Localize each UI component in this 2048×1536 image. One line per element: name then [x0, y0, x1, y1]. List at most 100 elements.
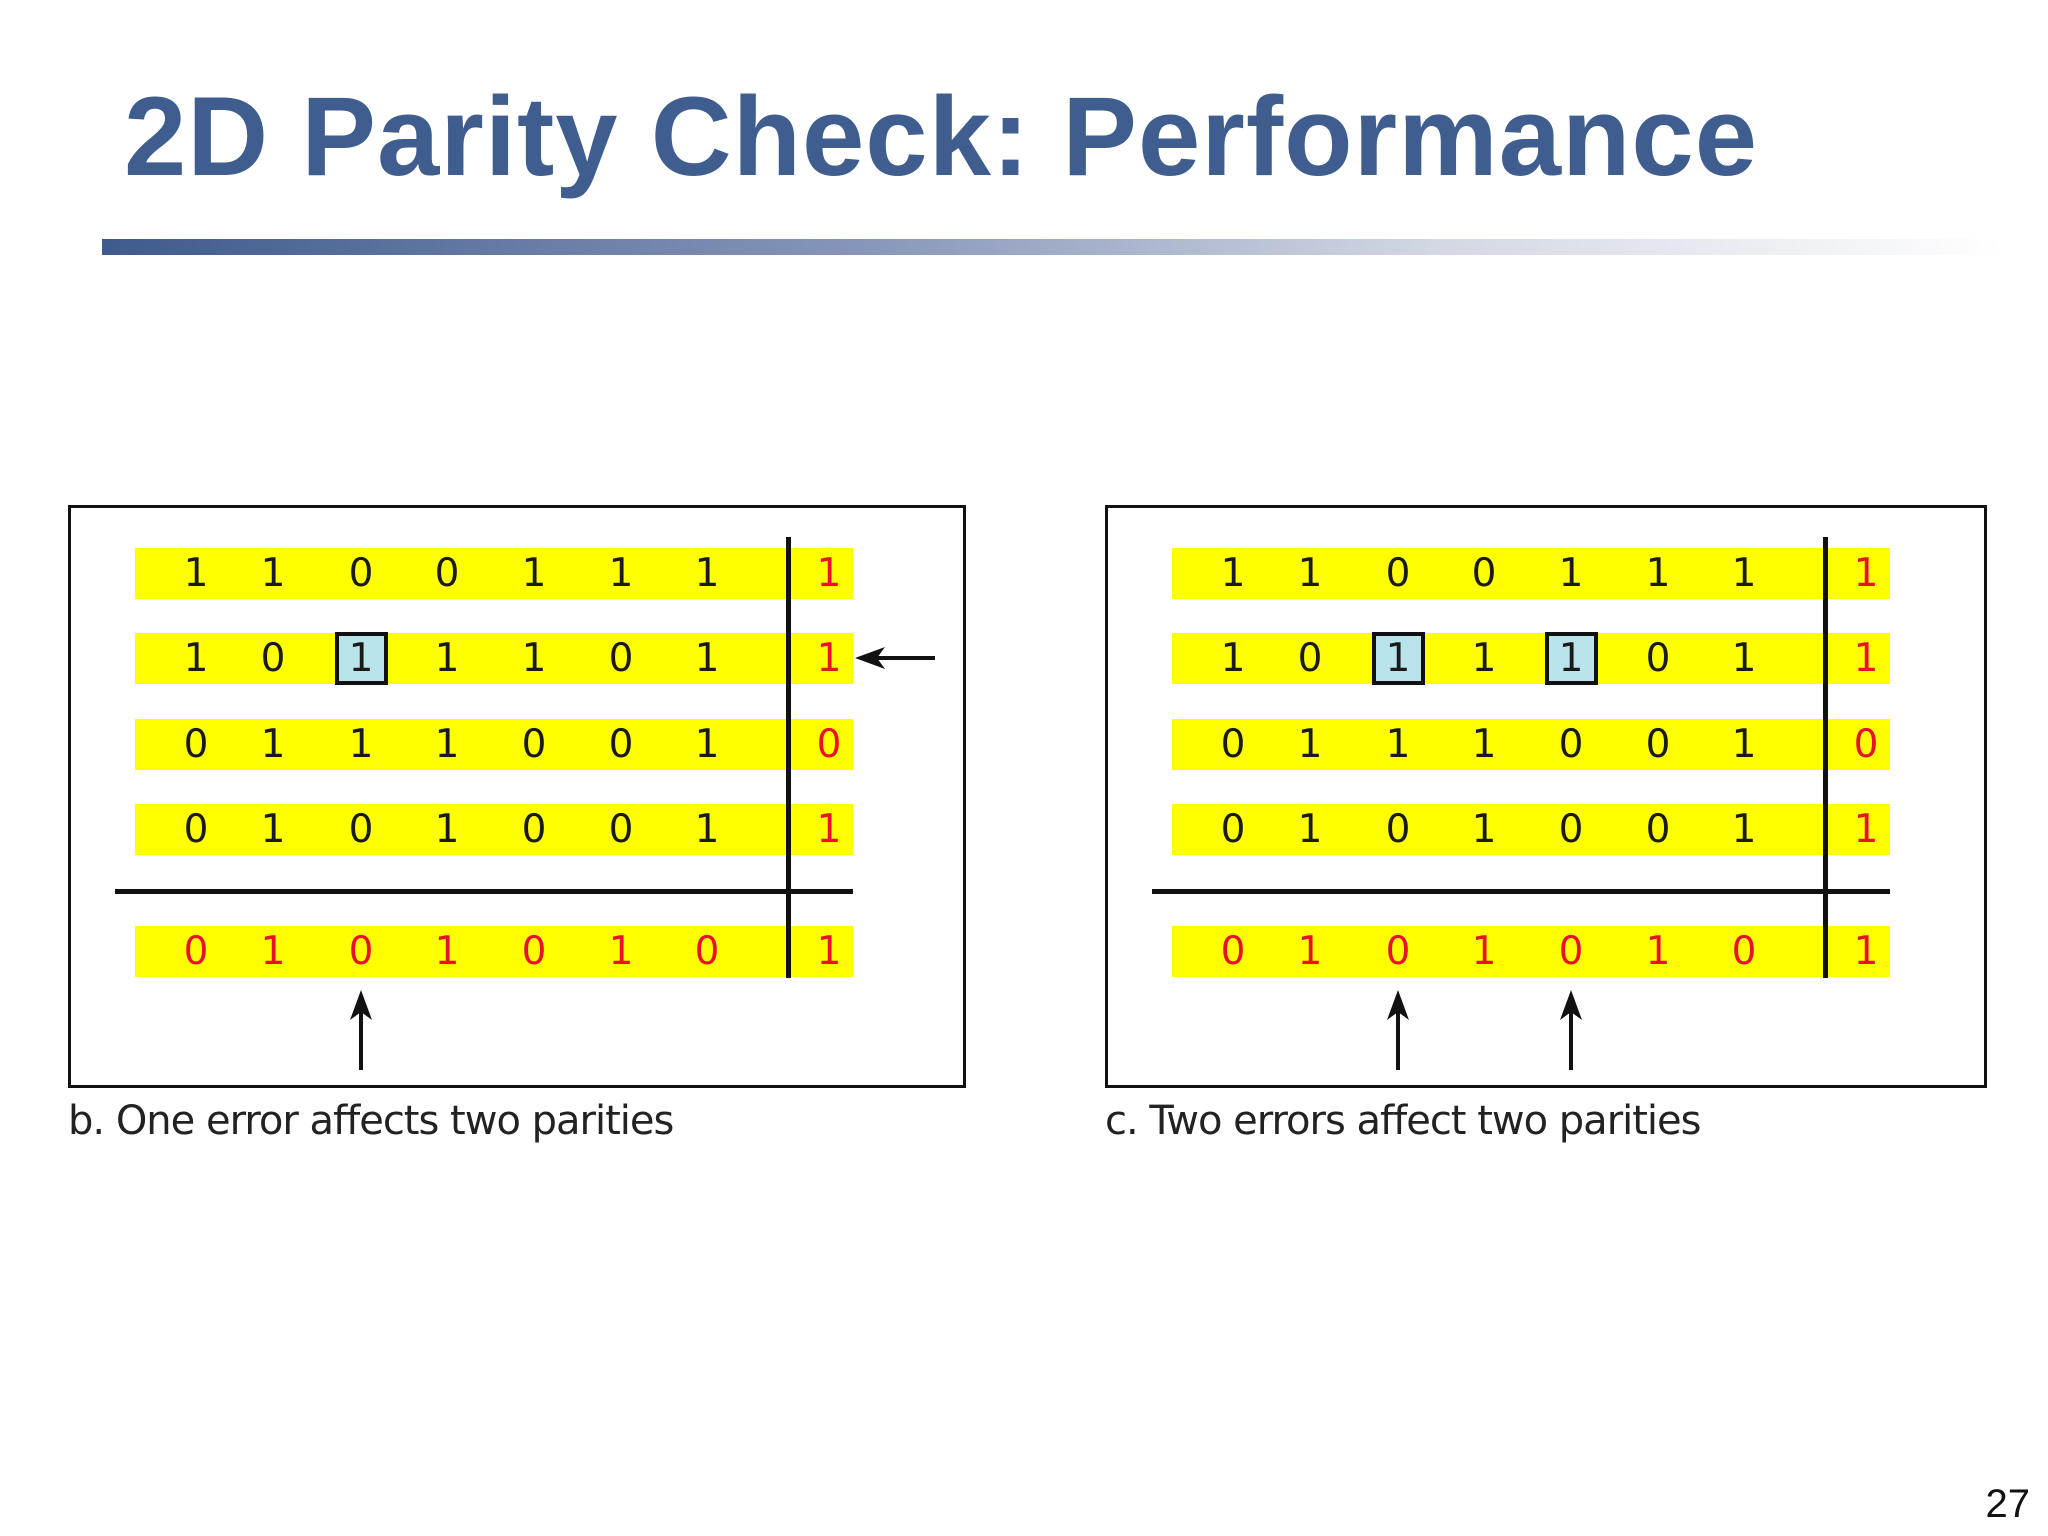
- data-bit: 1: [1731, 807, 1757, 852]
- data-bit: 1: [1471, 722, 1497, 767]
- data-bit: 1: [1558, 551, 1584, 596]
- data-bit: 1: [434, 636, 460, 681]
- data-bit: 1: [434, 807, 460, 852]
- column-parity-bit: 0: [1385, 929, 1411, 974]
- row-parity-bit: 1: [1853, 929, 1879, 974]
- data-bit: 1: [348, 722, 374, 767]
- data-bit: 0: [1645, 807, 1671, 852]
- column-error-arrow-icon: [1387, 990, 1409, 1070]
- row-parity-bit: 1: [816, 551, 842, 596]
- data-bit: 1: [694, 551, 720, 596]
- column-parity-bit: 1: [1471, 929, 1497, 974]
- data-bit: 0: [1220, 807, 1246, 852]
- column-parity-bit: 0: [1731, 929, 1757, 974]
- column-parity-bit: 0: [1220, 929, 1246, 974]
- data-bit: 0: [521, 722, 547, 767]
- data-bit: 0: [434, 551, 460, 596]
- row-parity-bit: 1: [816, 807, 842, 852]
- column-parity-bit: 0: [694, 929, 720, 974]
- column-parity-bit: 1: [1645, 929, 1671, 974]
- data-row-band: [1172, 804, 1890, 855]
- data-bit: 1: [1731, 636, 1757, 681]
- data-bit: 1: [694, 636, 720, 681]
- column-parity-bit: 1: [1297, 929, 1323, 974]
- column-parity-bit: 0: [521, 929, 547, 974]
- column-parity-bit: 1: [608, 929, 634, 974]
- data-bit: 1: [183, 551, 209, 596]
- data-bit: 0: [1558, 807, 1584, 852]
- data-bit: 1: [1385, 636, 1411, 681]
- data-bit: 0: [1220, 722, 1246, 767]
- data-bit: 0: [1645, 636, 1671, 681]
- data-bit: 1: [260, 807, 286, 852]
- data-bit: 0: [1471, 551, 1497, 596]
- data-bit: 1: [1297, 722, 1323, 767]
- data-row-band: [1172, 719, 1890, 770]
- data-bit: 0: [260, 636, 286, 681]
- title-underline: [102, 239, 2002, 255]
- data-row-band: [1172, 633, 1890, 684]
- slide-title: 2D Parity Check: Performance: [124, 74, 1759, 199]
- data-row-band: [135, 719, 853, 770]
- data-bit: 1: [1471, 636, 1497, 681]
- data-bit: 0: [183, 807, 209, 852]
- data-bit: 1: [694, 722, 720, 767]
- data-bit: 1: [694, 807, 720, 852]
- data-row-band: [135, 548, 853, 599]
- parity-divider-vertical: [786, 537, 791, 978]
- data-bit: 0: [1385, 807, 1411, 852]
- data-bit: 1: [1645, 551, 1671, 596]
- data-bit: 0: [1385, 551, 1411, 596]
- row-parity-bit: 1: [1853, 636, 1879, 681]
- row-parity-bit: 0: [1853, 722, 1879, 767]
- column-parity-bit: 1: [434, 929, 460, 974]
- parity-divider-vertical: [1823, 537, 1828, 978]
- column-parity-bit: 0: [183, 929, 209, 974]
- row-parity-bit: 1: [1853, 807, 1879, 852]
- column-error-arrow-icon: [350, 990, 372, 1070]
- parity-divider-horizontal: [1152, 889, 1890, 894]
- parity-row-band: [135, 926, 853, 977]
- data-bit: 1: [1558, 636, 1584, 681]
- data-bit: 1: [260, 722, 286, 767]
- data-row-band: [135, 633, 853, 684]
- row-parity-bit: 1: [816, 929, 842, 974]
- parity-row-band: [1172, 926, 1890, 977]
- error-bit-box: [1545, 632, 1598, 685]
- row-parity-bit: 1: [1853, 551, 1879, 596]
- caption-one-error: b. One error affects two parities: [68, 1098, 674, 1144]
- parity-divider-horizontal: [115, 889, 853, 894]
- data-bit: 0: [608, 636, 634, 681]
- data-bit: 1: [1297, 551, 1323, 596]
- caption-two-errors: c. Two errors affect two parities: [1105, 1098, 1701, 1144]
- data-bit: 1: [1297, 807, 1323, 852]
- column-parity-bit: 0: [1558, 929, 1584, 974]
- data-row-band: [1172, 548, 1890, 599]
- data-bit: 0: [1297, 636, 1323, 681]
- data-bit: 1: [1471, 807, 1497, 852]
- data-bit: 0: [521, 807, 547, 852]
- data-bit: 0: [1558, 722, 1584, 767]
- row-error-arrow-icon: [855, 647, 935, 669]
- row-parity-bit: 0: [816, 722, 842, 767]
- data-bit: 1: [521, 551, 547, 596]
- data-bit: 0: [348, 807, 374, 852]
- data-bit: 0: [183, 722, 209, 767]
- data-bit: 1: [1220, 551, 1246, 596]
- data-bit: 0: [608, 807, 634, 852]
- data-bit: 0: [348, 551, 374, 596]
- data-bit: 0: [1645, 722, 1671, 767]
- error-bit-box: [1372, 632, 1425, 685]
- data-bit: 1: [348, 636, 374, 681]
- column-error-arrow-icon: [1560, 990, 1582, 1070]
- data-bit: 1: [434, 722, 460, 767]
- slide-number: 27: [1985, 1482, 2031, 1526]
- data-bit: 1: [521, 636, 547, 681]
- data-bit: 1: [1731, 551, 1757, 596]
- row-parity-bit: 1: [816, 636, 842, 681]
- column-parity-bit: 0: [348, 929, 374, 974]
- data-bit: 0: [608, 722, 634, 767]
- data-bit: 1: [1731, 722, 1757, 767]
